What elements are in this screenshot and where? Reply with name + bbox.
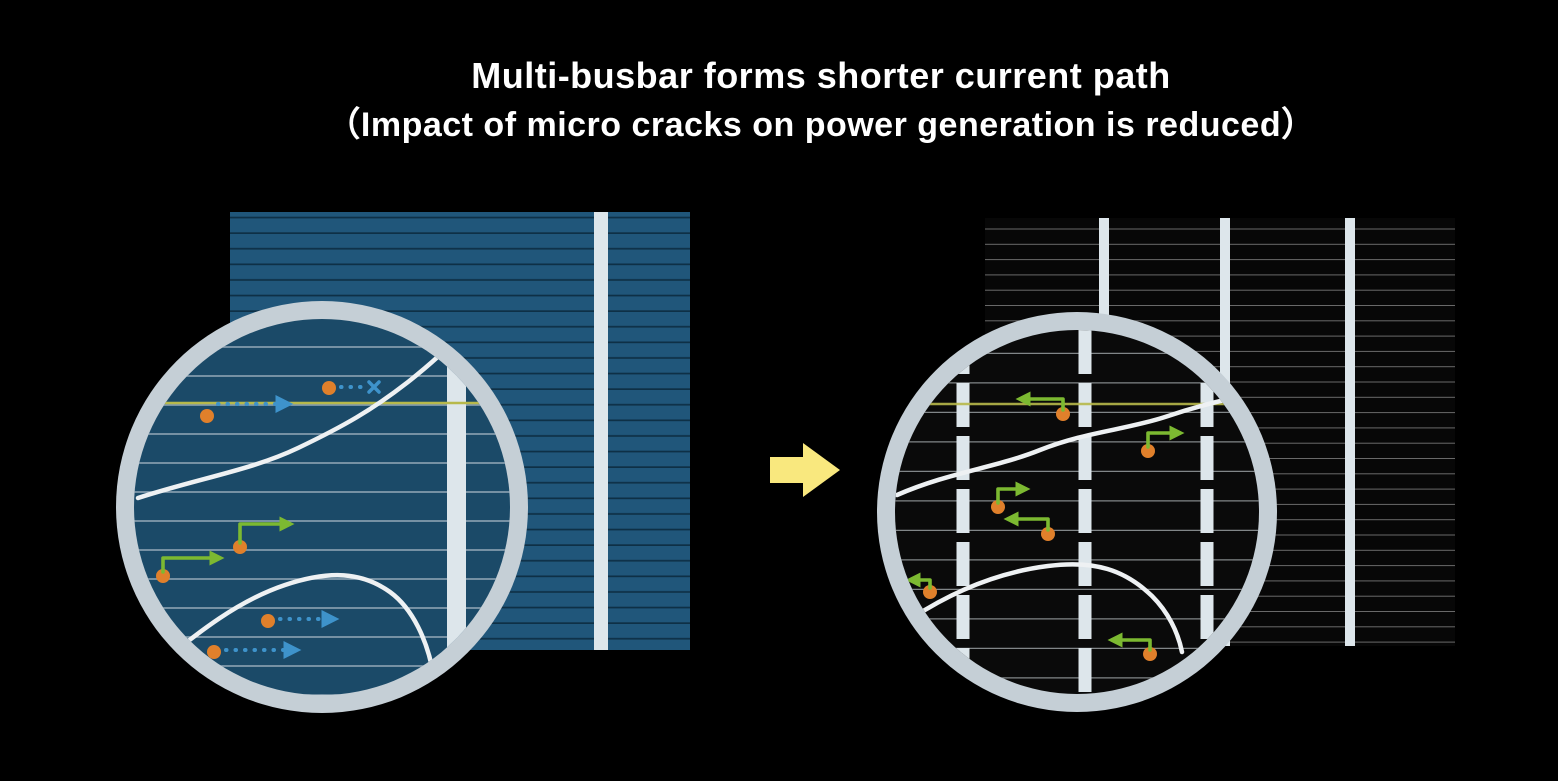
current-path-arrow	[1015, 391, 1065, 412]
current-dot	[1141, 444, 1155, 458]
current-path-arrow	[905, 572, 932, 590]
left-magnified-busbar	[447, 319, 466, 695]
short-current-path	[1141, 425, 1185, 458]
multi-cell-busbar	[1345, 218, 1355, 646]
long-current-path	[261, 610, 340, 628]
micro-crack	[147, 572, 437, 681]
current-dot	[991, 500, 1005, 514]
short-current-path	[1003, 511, 1055, 541]
diagram-title: Multi-busbar forms shorter current path …	[42, 52, 1558, 150]
current-dot	[200, 409, 214, 423]
blocked-current-path	[322, 380, 381, 395]
transition-arrow-icon	[770, 443, 840, 497]
current-path-arrow	[238, 516, 295, 545]
current-dot	[233, 540, 247, 554]
current-path-arrow	[161, 550, 225, 574]
standard-cell-busbar	[594, 212, 608, 650]
current-dot	[923, 585, 937, 599]
green-current-path	[233, 516, 295, 554]
left-magnifier-content	[134, 319, 510, 695]
micro-crack	[909, 562, 1185, 655]
right-magnifier	[877, 312, 1277, 712]
right-magnified-finger-lines	[895, 330, 1259, 694]
current-path-arrow	[996, 481, 1031, 505]
current-dot	[156, 569, 170, 583]
current-dot	[261, 614, 275, 628]
current-dot	[1041, 527, 1055, 541]
micro-crack	[895, 393, 1245, 498]
blocked-cross-icon	[367, 380, 381, 394]
title-line-2: （Impact of micro cracks on power generat…	[326, 106, 1316, 144]
current-dot	[1143, 647, 1157, 661]
long-current-path	[207, 641, 302, 659]
current-path-arrow	[1107, 632, 1152, 652]
title-line-1: Multi-busbar forms shorter current path	[471, 55, 1171, 96]
current-path-arrow	[1146, 425, 1185, 449]
left-magnifier	[116, 301, 528, 713]
green-current-path	[156, 550, 225, 583]
short-current-path	[1015, 391, 1070, 421]
long-current-path	[200, 395, 294, 423]
current-dot	[207, 645, 221, 659]
right-magnifier-content	[895, 330, 1259, 694]
current-dot	[322, 381, 336, 395]
current-dot	[1056, 407, 1070, 421]
short-current-path	[991, 481, 1031, 514]
current-path-arrow	[1003, 511, 1050, 532]
short-current-path	[905, 572, 937, 599]
short-current-path	[1107, 632, 1157, 661]
